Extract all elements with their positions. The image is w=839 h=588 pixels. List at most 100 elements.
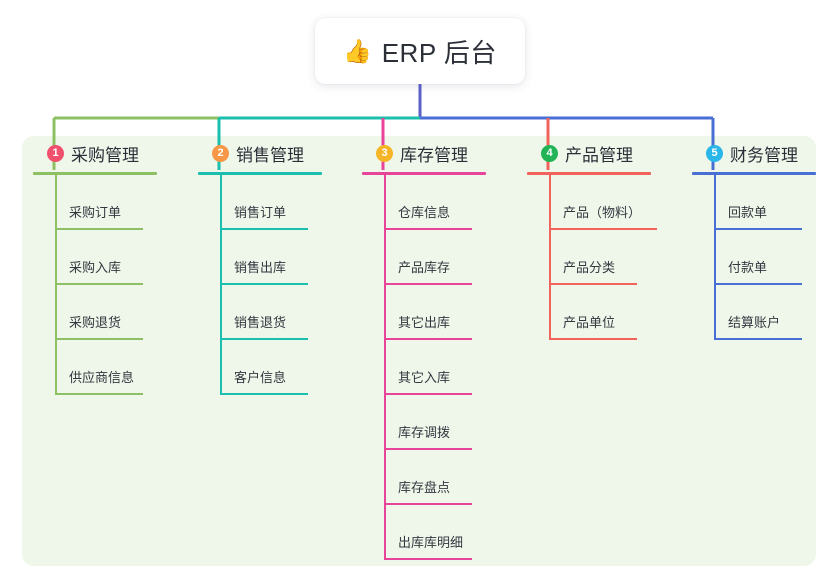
column-badge-5: 5 <box>706 144 723 162</box>
leaf-underline <box>55 393 143 395</box>
leaf-underline <box>384 448 472 450</box>
column-badge-3: 3 <box>376 144 393 162</box>
leaf-item[interactable]: 产品（物料） <box>549 175 657 230</box>
root-node[interactable]: 👍 ERP 后台 <box>315 18 525 84</box>
leaf-item-label: 库存调拨 <box>398 425 451 440</box>
column-title: 财务管理 <box>730 145 798 165</box>
column-spine <box>714 175 716 340</box>
column-items: 销售订单销售出库销售退货客户信息 <box>220 175 322 395</box>
leaf-item-label: 采购订单 <box>69 205 122 220</box>
leaf-item[interactable]: 销售退货 <box>220 285 322 340</box>
column-items: 采购订单采购入库采购退货供应商信息 <box>55 175 157 395</box>
leaf-item-label: 结算账户 <box>728 315 781 330</box>
column-header-5[interactable]: 5 财务管理 <box>692 140 816 166</box>
column-underline <box>198 172 322 175</box>
leaf-item[interactable]: 采购订单 <box>55 175 157 230</box>
leaf-item-label: 销售退货 <box>234 315 287 330</box>
leaf-item-label: 销售订单 <box>234 205 287 220</box>
column-underline <box>692 172 816 175</box>
leaf-item[interactable]: 产品分类 <box>549 230 651 285</box>
column-header-2[interactable]: 2 销售管理 <box>198 140 322 166</box>
column-spine <box>220 175 222 395</box>
column-title: 销售管理 <box>236 145 304 165</box>
leaf-item-label: 供应商信息 <box>69 370 135 385</box>
leaf-item-label: 销售出库 <box>234 260 287 275</box>
column-badge-1: 1 <box>47 144 64 162</box>
leaf-item[interactable]: 出库库明细 <box>384 505 486 560</box>
leaf-item-label: 其它入库 <box>398 370 451 385</box>
leaf-underline <box>384 503 472 505</box>
column-underline <box>527 172 651 175</box>
leaf-item[interactable]: 销售出库 <box>220 230 322 285</box>
leaf-item[interactable]: 结算账户 <box>714 285 816 340</box>
leaf-item-label: 回款单 <box>728 205 768 220</box>
leaf-item[interactable]: 其它入库 <box>384 340 486 395</box>
leaf-item-label: 采购入库 <box>69 260 122 275</box>
leaf-underline <box>384 393 472 395</box>
column-underline <box>362 172 486 175</box>
root-title: ERP 后台 <box>381 37 497 68</box>
column-3: 3 库存管理仓库信息产品库存其它出库其它入库库存调拨库存盘点出库库明细 <box>362 140 486 560</box>
leaf-item[interactable]: 回款单 <box>714 175 816 230</box>
leaf-item[interactable]: 产品单位 <box>549 285 651 340</box>
column-title: 库存管理 <box>400 145 468 165</box>
leaf-item-label: 产品（物料） <box>563 205 642 220</box>
leaf-underline <box>55 283 143 285</box>
column-items: 仓库信息产品库存其它出库其它入库库存调拨库存盘点出库库明细 <box>384 175 486 560</box>
leaf-underline <box>549 283 637 285</box>
column-items: 产品（物料） 产品分类产品单位 <box>549 175 657 340</box>
column-4: 4 产品管理产品（物料） 产品分类产品单位 <box>527 140 657 340</box>
leaf-item[interactable]: 库存盘点 <box>384 450 486 505</box>
leaf-underline <box>714 338 802 340</box>
leaf-item-label: 出库库明细 <box>398 535 464 550</box>
leaf-item-label: 仓库信息 <box>398 205 451 220</box>
leaf-item[interactable]: 产品库存 <box>384 230 486 285</box>
leaf-underline <box>714 228 802 230</box>
column-spine <box>549 175 551 340</box>
diagram-panel <box>22 136 816 566</box>
leaf-underline <box>384 228 472 230</box>
leaf-item-label: 产品库存 <box>398 260 451 275</box>
column-2: 2 销售管理销售订单销售出库销售退货客户信息 <box>198 140 322 395</box>
leaf-item[interactable]: 供应商信息 <box>55 340 157 395</box>
thumbs-up-icon: 👍 <box>343 37 372 64</box>
column-badge-4: 4 <box>541 144 558 162</box>
leaf-underline <box>384 283 472 285</box>
column-5: 5 财务管理回款单付款单结算账户 <box>692 140 816 340</box>
leaf-item-label: 产品单位 <box>563 315 616 330</box>
column-underline <box>33 172 157 175</box>
column-spine <box>384 175 386 560</box>
leaf-item[interactable]: 销售订单 <box>220 175 322 230</box>
leaf-underline <box>384 558 472 560</box>
leaf-underline <box>384 338 472 340</box>
column-title: 产品管理 <box>565 145 633 165</box>
column-items: 回款单付款单结算账户 <box>714 175 816 340</box>
leaf-underline <box>220 338 308 340</box>
column-badge-2: 2 <box>212 144 229 162</box>
leaf-item[interactable]: 客户信息 <box>220 340 322 395</box>
leaf-item-label: 其它出库 <box>398 315 451 330</box>
leaf-item[interactable]: 采购入库 <box>55 230 157 285</box>
leaf-underline <box>220 393 308 395</box>
leaf-item-label: 库存盘点 <box>398 480 451 495</box>
leaf-underline <box>549 338 637 340</box>
leaf-item-label: 付款单 <box>728 260 768 275</box>
leaf-item-label: 产品分类 <box>563 260 616 275</box>
leaf-item[interactable]: 库存调拨 <box>384 395 486 450</box>
leaf-underline <box>220 283 308 285</box>
leaf-underline <box>55 228 143 230</box>
leaf-item[interactable]: 仓库信息 <box>384 175 486 230</box>
leaf-underline <box>55 338 143 340</box>
column-header-3[interactable]: 3 库存管理 <box>362 140 486 166</box>
leaf-item[interactable]: 采购退货 <box>55 285 157 340</box>
leaf-item[interactable]: 付款单 <box>714 230 816 285</box>
leaf-item-label: 采购退货 <box>69 315 122 330</box>
leaf-item[interactable]: 其它出库 <box>384 285 486 340</box>
column-spine <box>55 175 57 395</box>
leaf-underline <box>220 228 308 230</box>
leaf-item-label: 客户信息 <box>234 370 287 385</box>
leaf-underline <box>714 283 802 285</box>
column-header-4[interactable]: 4 产品管理 <box>527 140 651 166</box>
